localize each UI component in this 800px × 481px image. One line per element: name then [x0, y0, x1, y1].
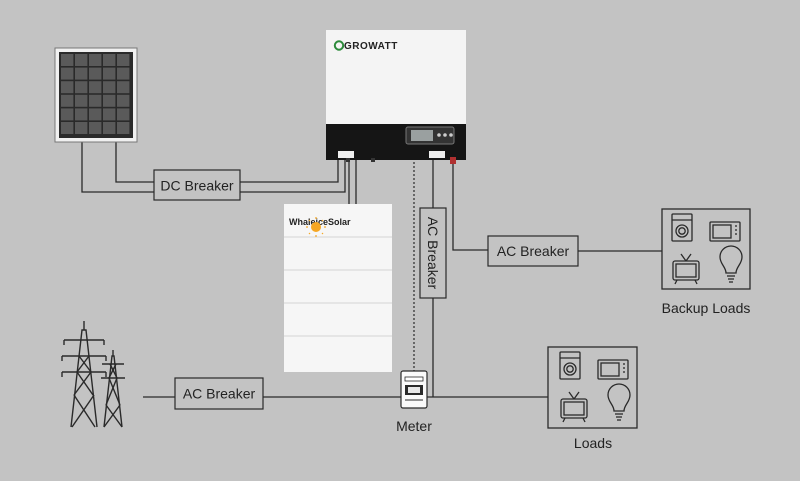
- solar-cell: [89, 94, 102, 107]
- solar-cell: [89, 108, 102, 121]
- solar-cell: [117, 94, 130, 107]
- ac-breaker-backup-label: AC Breaker: [497, 243, 570, 259]
- ac-breaker-grid-label: AC Breaker: [183, 386, 256, 402]
- solar-cell: [117, 54, 130, 66]
- solar-cell: [75, 81, 88, 94]
- transmission-tower-icon: [61, 321, 125, 428]
- solar-cell: [103, 122, 116, 134]
- solar-cell: [61, 67, 74, 80]
- solar-cell: [103, 67, 116, 80]
- ac-breaker-vertical: AC Breaker: [419, 207, 447, 299]
- meter-icon: [400, 370, 428, 409]
- loads-box: [547, 346, 638, 429]
- solar-cell: [103, 108, 116, 121]
- light-bulb-icon: [719, 245, 743, 283]
- microwave-icon: [709, 221, 741, 242]
- ac-terminal-label: [429, 151, 445, 158]
- solar-cell: [61, 94, 74, 107]
- loads-label: Loads: [574, 435, 612, 451]
- dc-breaker: DC Breaker: [153, 169, 241, 201]
- inverter-brand: GROWATT: [344, 41, 398, 52]
- solar-cell: [89, 122, 102, 134]
- washing-machine-icon: [559, 351, 581, 380]
- backup-loads-box: [661, 208, 751, 290]
- ac-breaker-backup: AC Breaker: [487, 235, 579, 267]
- solar-panel-icon: [54, 47, 138, 143]
- ac-breaker-grid: AC Breaker: [174, 377, 264, 410]
- solar-cell: [89, 67, 102, 80]
- solar-cell: [117, 108, 130, 121]
- tv-icon: [672, 253, 700, 285]
- washing-machine-icon: [671, 213, 693, 242]
- microwave-icon: [597, 359, 629, 380]
- solar-cell: [75, 54, 88, 66]
- solar-cell: [117, 81, 130, 94]
- solar-cell: [75, 94, 88, 107]
- solar-cell: [103, 54, 116, 66]
- solar-cell: [117, 122, 130, 134]
- solar-cell: [75, 108, 88, 121]
- dc-terminal-label: [338, 151, 354, 158]
- tv-icon: [560, 391, 588, 423]
- solar-cell: [75, 122, 88, 134]
- solar-cell: [61, 122, 74, 134]
- battery: WhaleiceSolar: [284, 204, 392, 372]
- inverter-logo-icon: [333, 40, 345, 51]
- ac-breaker-vertical-label: AC Breaker: [425, 217, 441, 290]
- inverter: GROWATT: [326, 30, 466, 164]
- dc-wire-bottom: [240, 158, 346, 193]
- sun-icon: [306, 217, 326, 237]
- solar-cell: [103, 81, 116, 94]
- solar-cell: [61, 54, 74, 66]
- solar-cell: [89, 81, 102, 94]
- meter-label: Meter: [396, 418, 432, 434]
- solar-cell: [61, 81, 74, 94]
- solar-cell: [61, 108, 74, 121]
- battery-brand: WhaleiceSolar: [289, 217, 351, 227]
- solar-cell: [117, 67, 130, 80]
- backup-loads-label: Backup Loads: [662, 300, 751, 316]
- light-bulb-icon: [607, 383, 631, 421]
- backup-wire: [452, 158, 488, 251]
- solar-wire-pos: [81, 142, 154, 193]
- dc-breaker-label: DC Breaker: [160, 178, 233, 194]
- solar-wire-neg: [115, 142, 154, 183]
- dc-wire-top: [240, 158, 339, 183]
- solar-cell: [89, 54, 102, 66]
- solar-cell: [103, 94, 116, 107]
- solar-cell: [75, 67, 88, 80]
